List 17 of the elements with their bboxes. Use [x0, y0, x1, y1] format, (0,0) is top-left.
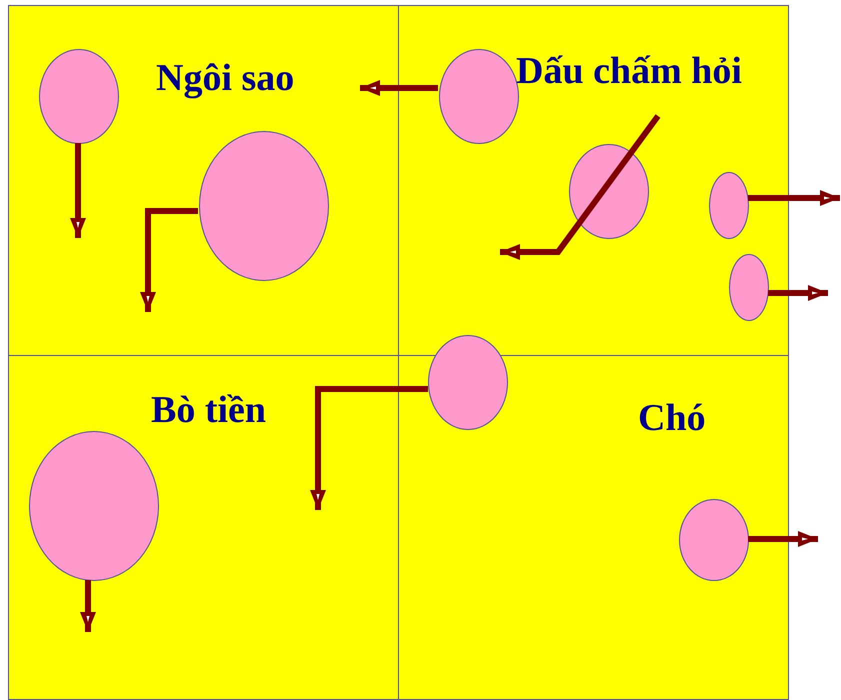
quadrant-panel	[398, 355, 789, 700]
quadrant-panel	[8, 5, 399, 356]
quadrant-title: Dấu chấm hỏi	[516, 51, 742, 93]
arrow	[360, 80, 438, 96]
arrow	[748, 190, 840, 206]
quadrant-panel	[8, 355, 399, 700]
arrow	[748, 531, 818, 547]
quadrant-panel	[398, 5, 789, 356]
arrow	[310, 386, 428, 510]
arrow	[140, 208, 198, 312]
quadrant-title: Bò tiền	[151, 390, 266, 432]
arrow	[70, 143, 86, 238]
quadrant-title: Ngôi sao	[156, 58, 294, 100]
quadrant-title: Chó	[638, 398, 706, 440]
arrow	[80, 580, 96, 632]
arrow	[500, 114, 660, 260]
arrow	[768, 285, 828, 301]
